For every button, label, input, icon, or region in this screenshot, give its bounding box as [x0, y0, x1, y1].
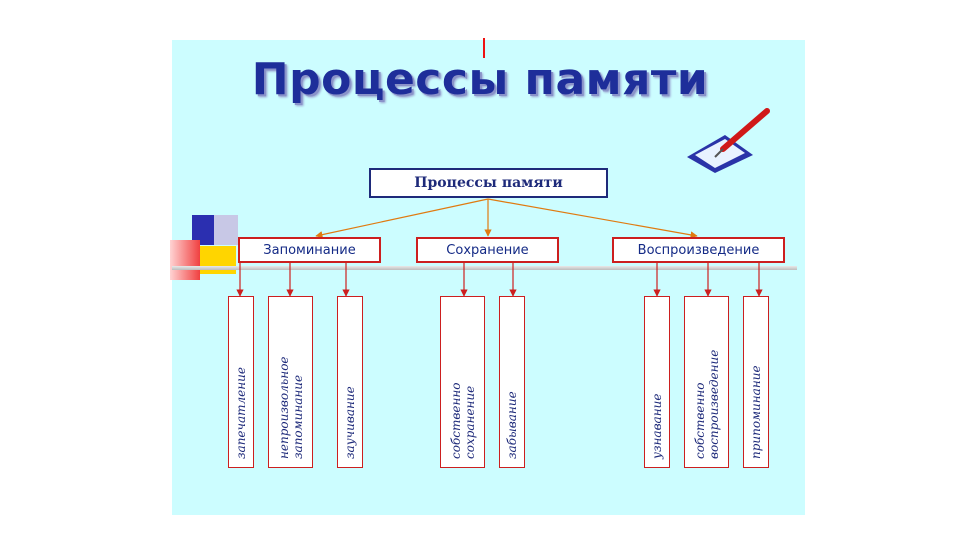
- item-actual-reproduction: собственно воспроизведение: [684, 296, 729, 468]
- item-imprinting: запечатление: [228, 296, 254, 468]
- category-memorization: Запоминание: [238, 237, 381, 263]
- item-forgetting: забывание: [499, 296, 525, 468]
- item-learning-by-heart: заучивание: [337, 296, 363, 468]
- page-title: Процессы памяти: [251, 54, 709, 105]
- pen-paper-icon: [683, 105, 773, 175]
- item-involuntary-memorization: непроизвольное запоминание: [268, 296, 313, 468]
- category-retention: Сохранение: [416, 237, 559, 263]
- item-label: непроизвольное запоминание: [276, 356, 305, 459]
- item-label: припоминание: [749, 365, 763, 459]
- item-label: заучивание: [343, 386, 357, 459]
- item-label: собственно воспроизведение: [692, 349, 721, 459]
- category-reproduction: Воспроизведение: [612, 237, 785, 263]
- item-recognition: узнавание: [644, 296, 670, 468]
- item-recall: припоминание: [743, 296, 769, 468]
- item-label: запечатление: [234, 366, 248, 459]
- item-label: узнавание: [650, 393, 664, 459]
- item-label: собственно сохранение: [448, 382, 477, 460]
- item-actual-retention: собственно сохранение: [440, 296, 485, 468]
- root-node: Процессы памяти: [369, 168, 608, 198]
- red-tick-mark: [483, 38, 485, 58]
- item-label: забывание: [505, 391, 519, 459]
- divider-shadow: [172, 266, 797, 270]
